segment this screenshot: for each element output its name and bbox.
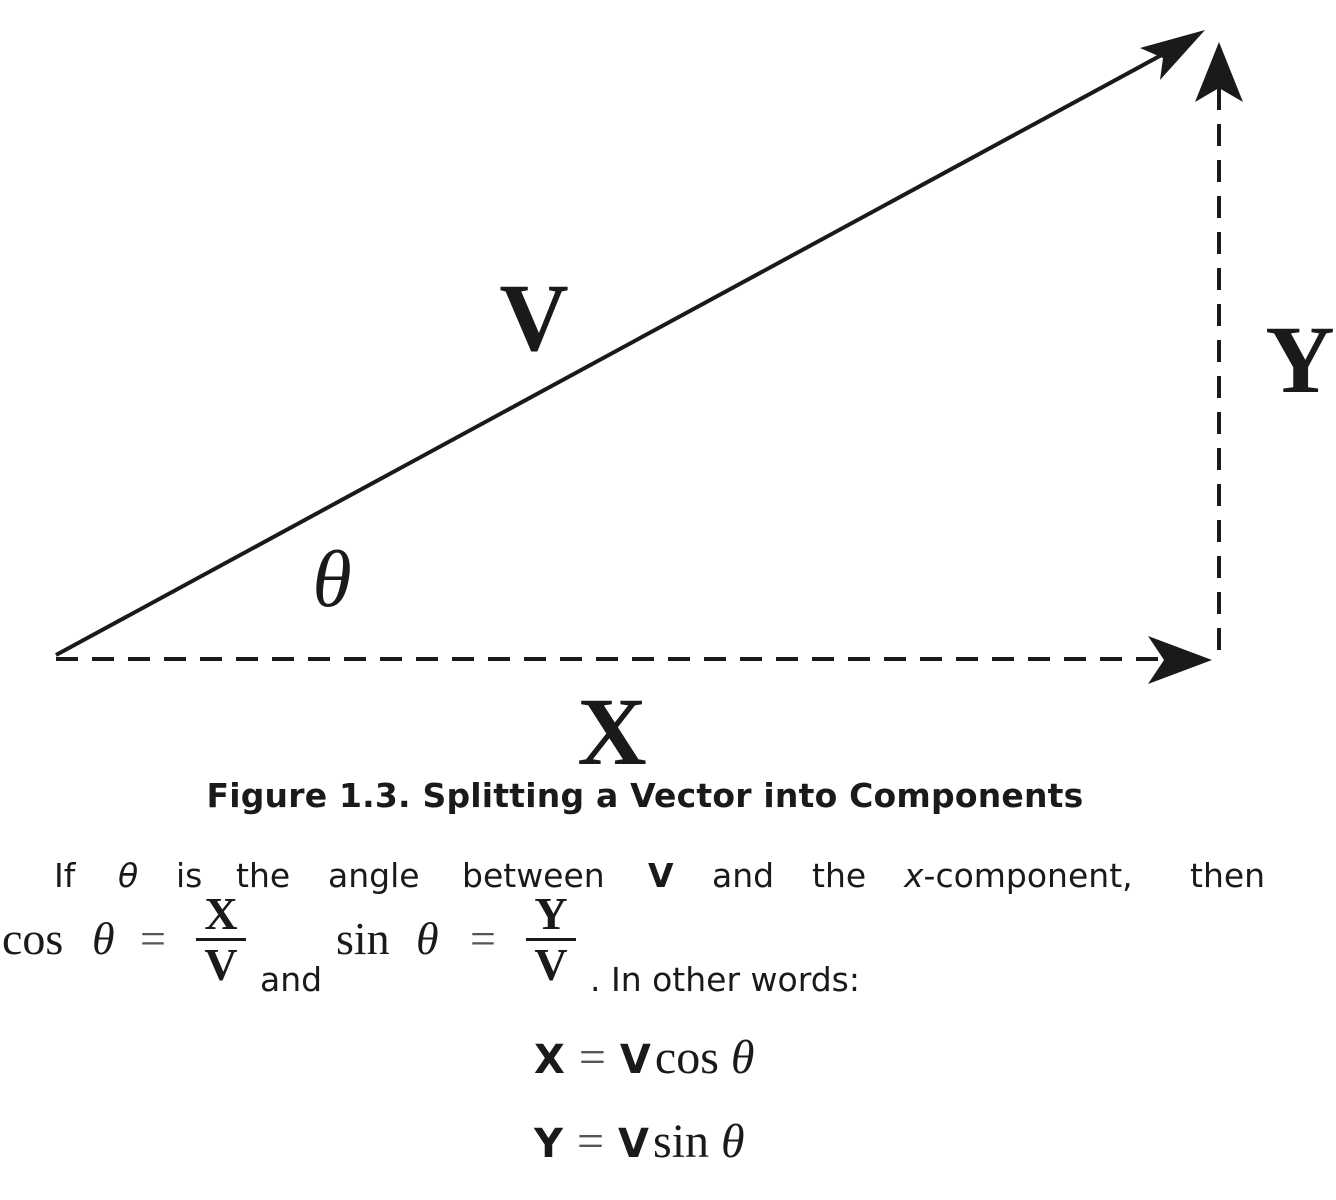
fraction-denominator-v-2: V — [534, 939, 568, 990]
fraction-numerator-y: Y — [534, 888, 568, 939]
word-then: then — [1190, 856, 1266, 895]
eq2-sin: sin — [653, 1115, 710, 1168]
word-is: is — [176, 856, 203, 895]
eq2-equals: = — [576, 1115, 605, 1168]
eq2-theta: θ — [721, 1115, 745, 1168]
eq1-lhs-x: X — [534, 1037, 565, 1083]
word-and: and — [712, 856, 775, 895]
cos-function: cos — [2, 913, 64, 964]
cos-theta: θ — [92, 913, 115, 964]
vector-v-arrowhead — [1140, 30, 1205, 80]
sin-theta: θ — [416, 913, 439, 964]
word-v: V — [648, 856, 674, 895]
eq1-cos: cos — [654, 1031, 719, 1084]
word-x: x — [904, 856, 924, 895]
word-if: If — [54, 856, 76, 895]
eq2-lhs-y: Y — [534, 1121, 563, 1167]
fraction-bar-2 — [526, 938, 576, 941]
word-the-2: the — [812, 856, 867, 895]
word-theta: θ — [118, 856, 139, 895]
word-and-2: and — [260, 960, 323, 999]
x-component-arrowhead — [1148, 636, 1212, 684]
x-component-label: X — [577, 678, 646, 780]
angle-theta-label: θ — [312, 536, 351, 624]
word-x-component: x-component, — [904, 856, 1133, 895]
equals-sign-1: = — [140, 913, 166, 964]
word-component: -component, — [923, 856, 1133, 895]
in-other-words-text: . In other words: — [590, 960, 860, 999]
eq2-v: V — [618, 1121, 650, 1167]
y-component-arrowhead — [1195, 42, 1243, 102]
fraction-bar-1 — [196, 938, 246, 941]
eq1-equals: = — [578, 1031, 606, 1084]
y-component-label: Y — [1265, 306, 1334, 413]
fraction-numerator-x: X — [204, 888, 238, 939]
word-between: between — [462, 856, 605, 895]
vector-v-label: V — [499, 264, 568, 371]
fraction-denominator-v: V — [204, 939, 238, 990]
eq1-theta: θ — [730, 1031, 755, 1084]
equals-sign-2: = — [470, 913, 496, 964]
fraction-x-over-v: X V — [196, 888, 246, 990]
vector-v-line — [55, 43, 1181, 657]
word-the: the — [236, 856, 291, 895]
equation-y-v-sin: Y = Vsin θ — [534, 1114, 745, 1169]
figure-caption: Figure 1.3. Splitting a Vector into Comp… — [206, 776, 1084, 815]
vector-diagram: V Y X θ — [55, 30, 1335, 780]
word-angle: angle — [328, 856, 420, 895]
sin-function: sin — [336, 913, 390, 964]
equation-x-v-cos: X = Vcos θ — [534, 1030, 754, 1085]
eq1-v: V — [619, 1037, 651, 1083]
fraction-y-over-v: Y V — [526, 888, 576, 990]
